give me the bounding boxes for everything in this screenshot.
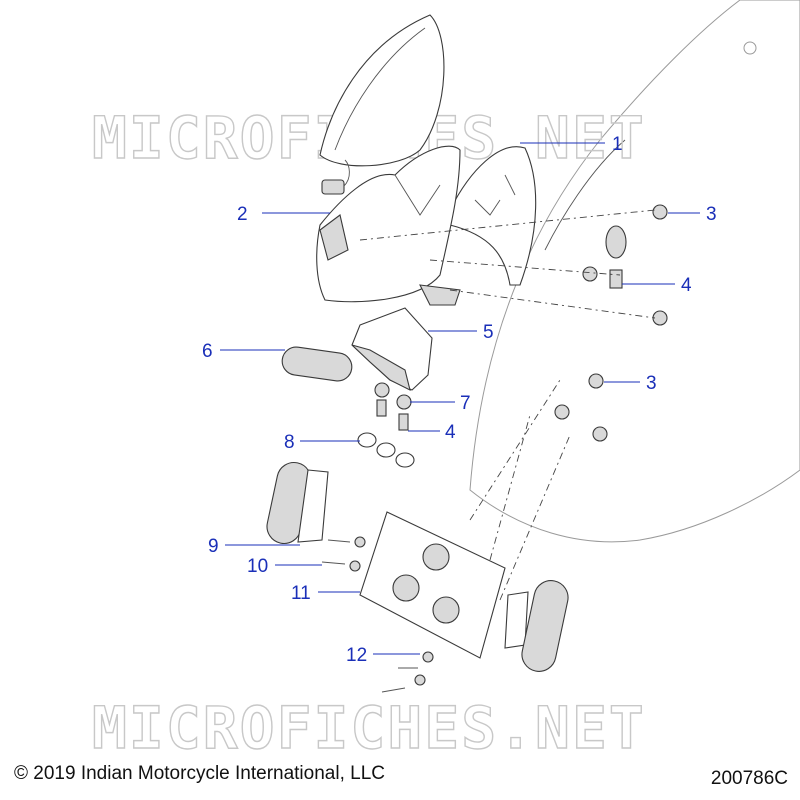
plate-hole-a [422,543,450,571]
copyright-notice: © 2019 Indian Motorcycle International, … [14,763,385,784]
callout-4b: 4 [445,422,456,443]
callout-12: 12 [346,645,367,666]
tail-lamp-lens [319,14,445,167]
screw-washer-c [422,651,434,663]
callout-3b: 3 [646,373,657,394]
screw-washer-d [414,674,426,686]
nut-3b [652,310,668,326]
callout-1: 1 [612,134,623,155]
washer-7a [374,382,390,398]
nut-3a [652,204,668,220]
base-lower-tab [419,284,461,306]
callout-3a: 3 [706,204,717,225]
clip-b [376,442,396,458]
screw-washer-a [354,536,366,548]
bolt-4b [398,413,409,431]
nut-3d [588,373,604,389]
assembly-line-b [429,259,621,276]
nut-3e [554,404,570,420]
callout-4a: 4 [681,275,692,296]
assembly-line-c [449,289,656,319]
bolt-4c [609,269,623,289]
callout-6: 6 [202,341,213,362]
bracket-face [351,344,411,392]
assembly-line-d [469,379,561,521]
plate-hole-c [432,596,460,624]
wire [343,159,350,187]
right-plate-reflector [521,580,569,672]
clip-c [395,452,415,468]
housing-ribs [474,174,516,216]
base-inner-edge [394,174,441,216]
license-plate-bracket [359,511,506,659]
clip-a [357,432,377,448]
callout-9: 9 [208,536,219,557]
left-reflector-bracket [297,469,329,543]
tail-lamp-base [316,145,461,303]
callout-8: 8 [284,432,295,453]
callout-2: 2 [237,204,248,225]
callout-5: 5 [483,322,494,343]
assembly-line-f [499,434,571,601]
screw-shafts [321,539,418,693]
assembly-line-e [489,414,531,561]
fender-edge-line [544,139,626,251]
assembly-line-a [359,209,656,241]
lamp-bulb [605,225,627,259]
lens-highlight [334,27,426,151]
bolt-4a [376,399,387,417]
side-reflector [281,346,353,382]
watermark-bottom: MICROFICHES.NET [92,694,646,762]
fender-bolt-hole [743,41,757,55]
callout-11: 11 [291,583,311,604]
base-side-tab [319,214,349,261]
screw-washer-b [349,560,361,572]
bulb-connector [321,179,345,195]
washer-7b [396,394,412,410]
plate-hole-b [392,574,420,602]
nut-3c [582,266,598,282]
nut-3f [592,426,608,442]
diagram-code: 200786C [710,768,788,789]
tail-lamp-housing [449,146,537,286]
callout-10: 10 [247,556,268,577]
callout-7: 7 [460,393,471,414]
